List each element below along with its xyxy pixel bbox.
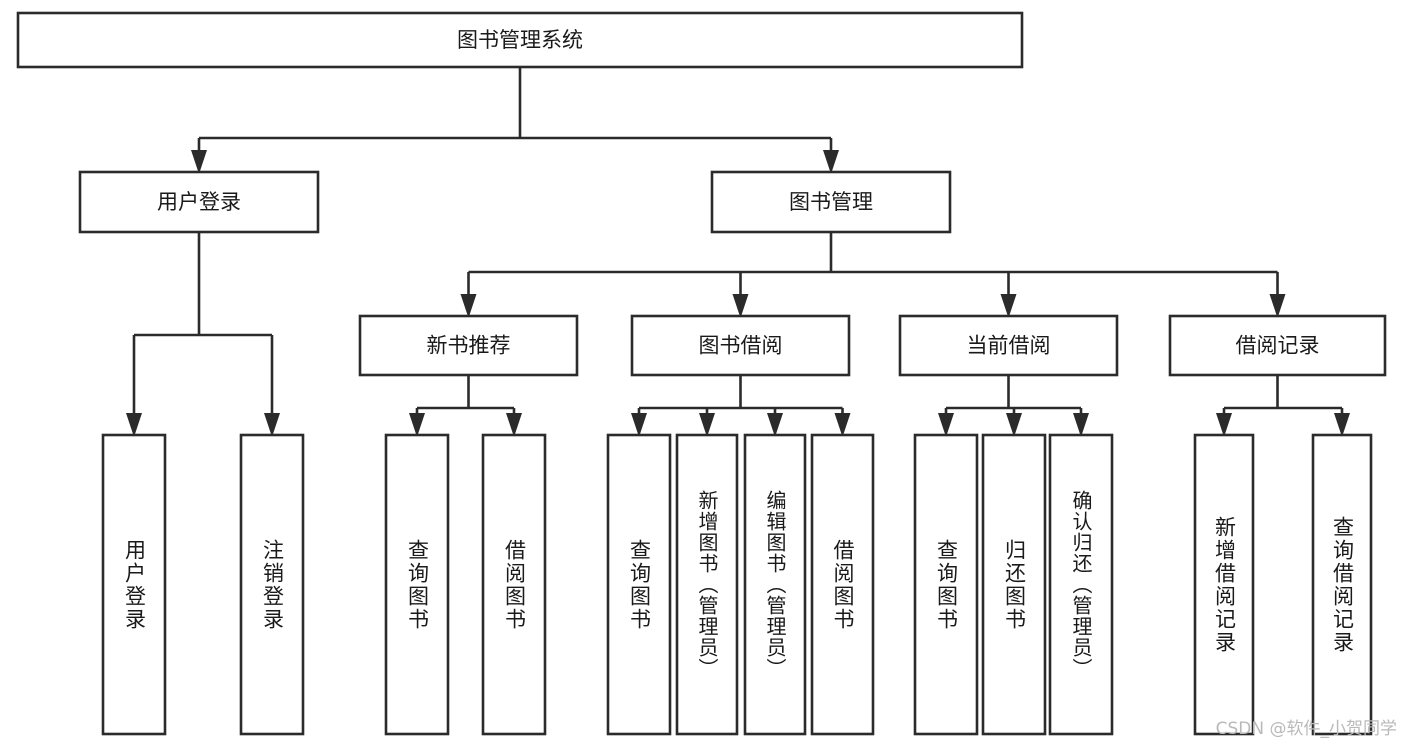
node-box-leaf-query-book-2[interactable] <box>606 433 672 736</box>
node-box-current-borrow[interactable] <box>898 314 1119 377</box>
node-box-leaf-query-book-1[interactable] <box>384 433 450 736</box>
arrowhead-leaf_borrow_book_1 <box>506 413 522 437</box>
node-box-layer <box>16 11 1387 736</box>
arrowhead-leaf_query_book_1 <box>409 413 425 437</box>
node-box-book-borrow[interactable] <box>630 314 851 377</box>
arrowhead-book_borrow <box>732 294 749 318</box>
node-box-leaf-user-login[interactable] <box>101 433 167 736</box>
node-box-leaf-edit-book[interactable] <box>743 433 807 736</box>
node-label-book-borrow: 图书借阅 <box>699 334 783 358</box>
arrowhead-leaf_logout <box>264 413 280 437</box>
arrowhead-current_borrow <box>1000 294 1017 318</box>
arrowhead-leaf_add_book <box>699 413 715 437</box>
node-box-leaf-logout[interactable] <box>239 433 305 736</box>
arrowhead-user_login <box>191 150 207 174</box>
arrowhead-leaf_confirm_return <box>1073 413 1089 437</box>
node-box-leaf-query-record[interactable] <box>1311 433 1373 736</box>
node-box-leaf-confirm-return[interactable] <box>1048 433 1114 736</box>
arrowhead-leaf_query_book_2 <box>631 413 647 437</box>
node-box-borrow-record[interactable] <box>1168 314 1387 377</box>
arrowhead-leaf_edit_book <box>767 413 783 437</box>
node-box-new-book-rec[interactable] <box>358 314 579 377</box>
node-label-user-login: 用户登录 <box>157 190 241 214</box>
arrowhead-leaf_borrow_book_2 <box>834 413 851 437</box>
node-box-leaf-query-book-3[interactable] <box>913 433 979 736</box>
arrowhead-leaf_query_book_3 <box>938 413 954 437</box>
node-box-leaf-borrow-book-1[interactable] <box>481 433 547 736</box>
arrowhead-book_manage <box>823 150 839 174</box>
arrowhead-leaf_query_record <box>1334 413 1350 437</box>
node-label-root: 图书管理系统 <box>457 28 583 52</box>
arrowhead-leaf_add_record <box>1216 413 1232 437</box>
node-label-current-borrow: 当前借阅 <box>967 334 1051 358</box>
node-box-leaf-add-book[interactable] <box>675 433 739 736</box>
watermark-text: CSDN @软件_小贺同学 <box>1215 719 1397 739</box>
arrowhead-new_book_rec <box>460 294 477 318</box>
node-label-book-manage: 图书管理 <box>789 190 873 214</box>
node-label-borrow-record: 借阅记录 <box>1236 334 1320 358</box>
arrowhead-borrow_record <box>1269 294 1286 318</box>
arrowhead-leaf_return_book <box>1006 413 1022 437</box>
node-box-leaf-return-book[interactable] <box>981 433 1047 736</box>
connector-layer <box>126 67 1350 437</box>
node-box-root[interactable] <box>16 11 1024 69</box>
node-box-leaf-borrow-book-2[interactable] <box>810 433 875 736</box>
node-label-new-book-rec: 新书推荐 <box>427 334 511 358</box>
node-box-book-manage[interactable] <box>710 170 952 234</box>
node-box-user-login[interactable] <box>78 170 320 234</box>
node-box-leaf-add-record[interactable] <box>1193 433 1255 736</box>
arrowhead-leaf_user_login <box>126 413 142 437</box>
